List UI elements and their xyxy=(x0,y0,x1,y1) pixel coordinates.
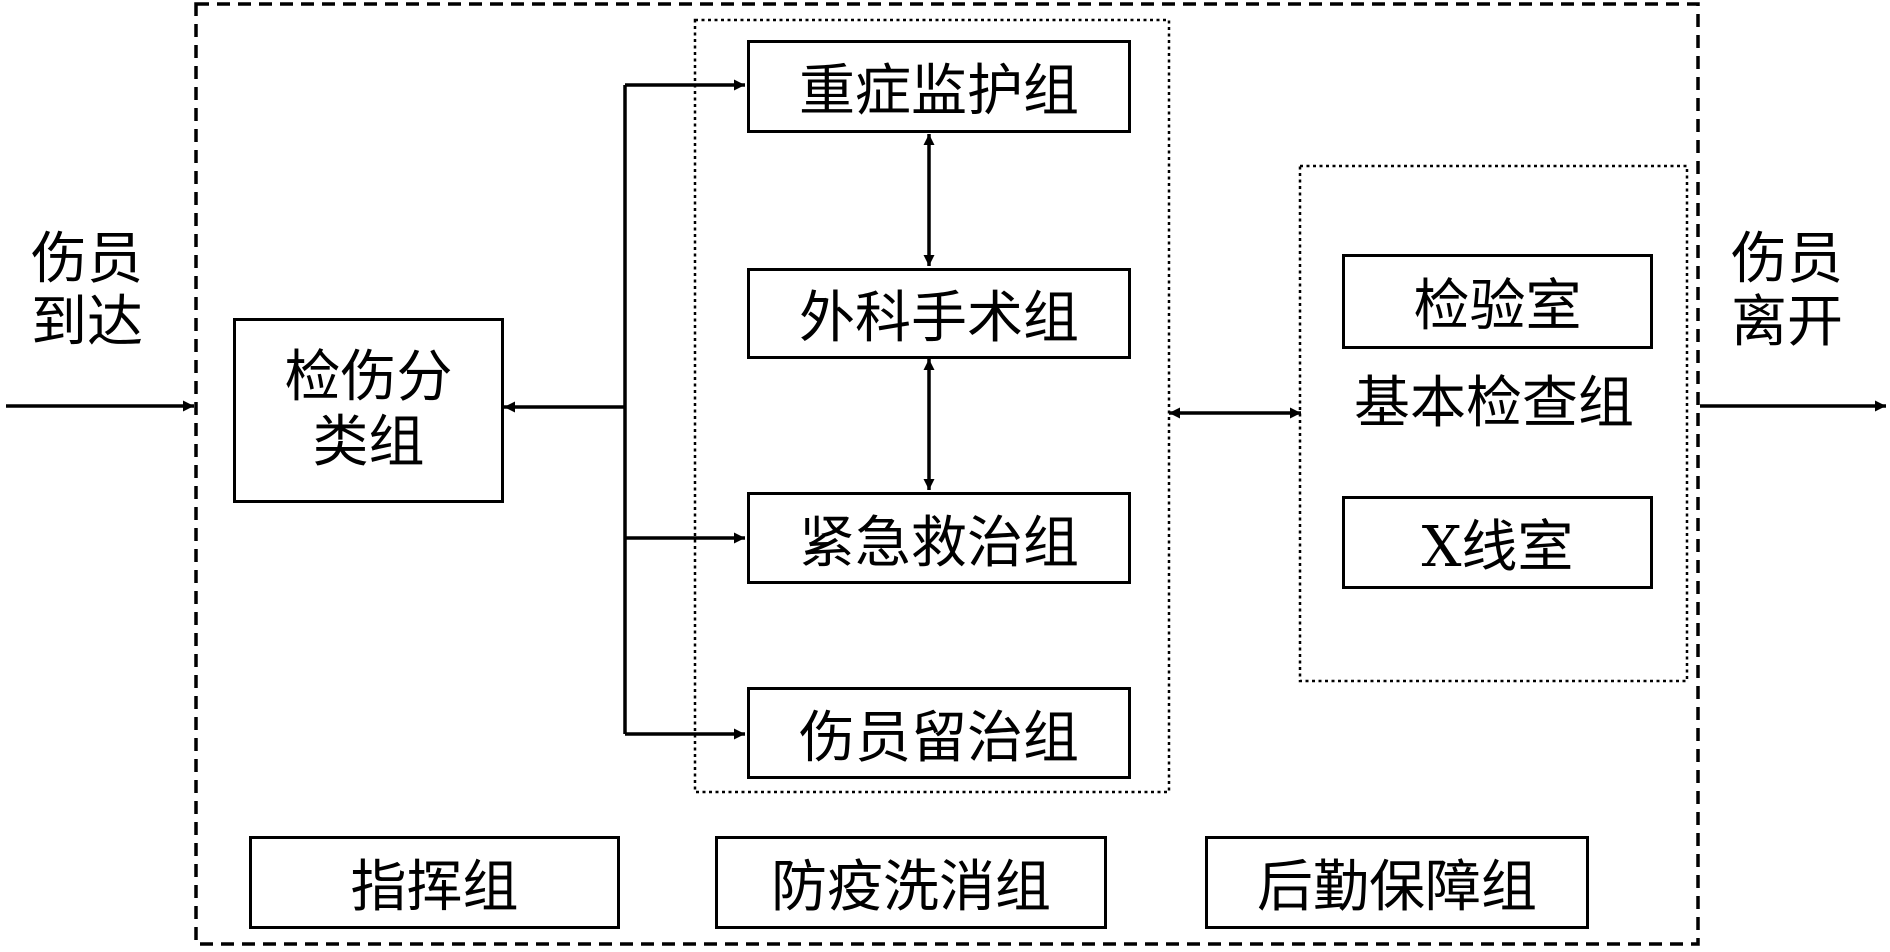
triage-group-box[interactable]: 检伤分类组 xyxy=(233,318,504,503)
exam-group-label: 基本检查组 xyxy=(1354,371,1634,436)
command-group-box[interactable]: 指挥组 xyxy=(249,836,620,929)
xray-room-label: X线室 xyxy=(1421,515,1574,580)
logistics-group-box[interactable]: 后勤保障组 xyxy=(1205,836,1589,929)
lab-room-label: 检验室 xyxy=(1413,274,1582,339)
disinfect-group-label: 防疫洗消组 xyxy=(771,855,1051,920)
lab-room-box[interactable]: 检验室 xyxy=(1342,254,1653,349)
emergency-group-label: 紧急救治组 xyxy=(799,510,1079,576)
leave-label: 伤员离开 xyxy=(1731,227,1843,356)
logistics-group-label: 后勤保障组 xyxy=(1257,855,1537,920)
ward-group-label: 伤员留治组 xyxy=(799,705,1079,771)
exam-cluster xyxy=(1298,164,1689,683)
xray-room-box[interactable]: X线室 xyxy=(1342,496,1653,589)
emergency-group-box[interactable]: 紧急救治组 xyxy=(747,492,1131,584)
command-group-label: 指挥组 xyxy=(350,855,519,920)
arrive-label: 伤员到达 xyxy=(31,227,143,356)
surgery-group-label: 外科手术组 xyxy=(799,286,1079,351)
disinfect-group-box[interactable]: 防疫洗消组 xyxy=(715,836,1107,929)
surgery-group-box[interactable]: 外科手术组 xyxy=(747,268,1131,359)
hospital-boundary xyxy=(194,2,1700,946)
ward-group-box[interactable]: 伤员留治组 xyxy=(747,687,1131,779)
icu-group-label: 重症监护组 xyxy=(799,59,1079,124)
triage-group-label: 检伤分类组 xyxy=(284,344,453,475)
treatment-cluster xyxy=(693,18,1171,794)
icu-group-box[interactable]: 重症监护组 xyxy=(747,40,1131,133)
